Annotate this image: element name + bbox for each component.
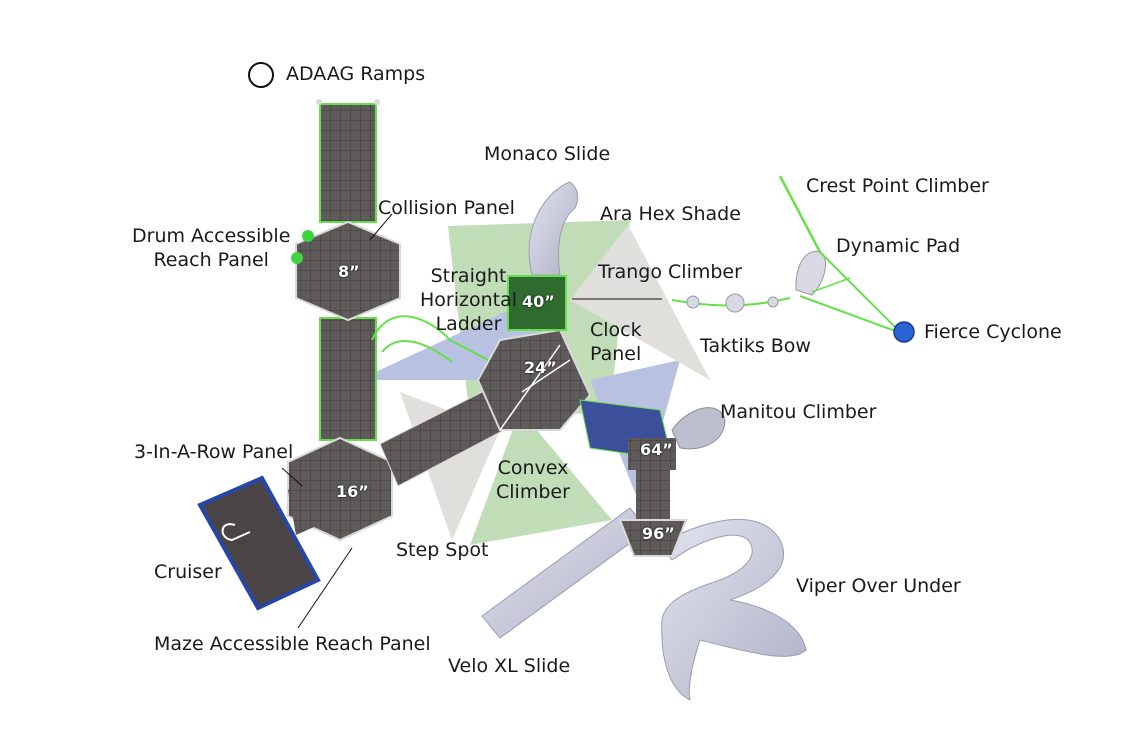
label-maze-panel: Maze Accessible Reach Panel bbox=[154, 633, 431, 655]
label-drum-panel: Drum Accessible Reach Panel bbox=[132, 224, 290, 272]
straight-horizontal-ladder bbox=[371, 315, 489, 361]
deck-40 bbox=[507, 275, 567, 331]
fierce-cyclone bbox=[893, 321, 915, 343]
label-velo-xl-slide: Velo XL Slide bbox=[448, 655, 571, 677]
label-cruiser: Cruiser bbox=[154, 561, 222, 583]
label-clock-line2: Panel bbox=[590, 343, 642, 365]
label-dynamic-pad: Dynamic Pad bbox=[836, 235, 961, 257]
monaco-slide bbox=[528, 181, 579, 276]
label-clock-line1: Clock bbox=[590, 319, 642, 341]
label-taktiks-bow: Taktiks Bow bbox=[700, 335, 811, 357]
wheelchair-icon bbox=[248, 62, 274, 88]
label-straight-line1: Straight bbox=[430, 265, 507, 287]
height-24: 24” bbox=[524, 358, 557, 377]
label-straight-ladder: Straight Horizontal Ladder bbox=[420, 264, 517, 336]
label-manitou-climber: Manitou Climber bbox=[720, 401, 877, 423]
manitou-climber bbox=[671, 407, 726, 450]
deck-8 bbox=[295, 220, 401, 322]
label-crest-point-climber: Crest Point Climber bbox=[806, 175, 989, 197]
label-convex-line1: Convex bbox=[497, 457, 569, 479]
label-viper-over-under: Viper Over Under bbox=[796, 575, 961, 597]
adaag-ramp-upper bbox=[319, 103, 377, 223]
height-96: 96” bbox=[642, 524, 675, 543]
label-3-in-a-row-panel: 3-In-A-Row Panel bbox=[134, 441, 294, 463]
label-ara-hex-shade: Ara Hex Shade bbox=[600, 203, 741, 225]
height-64: 64” bbox=[640, 440, 673, 459]
ramp-64-96 bbox=[636, 468, 670, 520]
label-drum-line1: Drum Accessible bbox=[132, 225, 291, 247]
drum-panel bbox=[302, 230, 314, 242]
label-straight-line3: Ladder bbox=[435, 313, 502, 335]
label-adaag-ramps: ADAAG Ramps bbox=[286, 63, 426, 85]
label-drum-line2: Reach Panel bbox=[153, 249, 269, 271]
label-fierce-cyclone: Fierce Cyclone bbox=[924, 321, 1062, 343]
label-step-spot: Step Spot bbox=[396, 539, 489, 561]
label-convex-climber: Convex Climber bbox=[496, 456, 570, 504]
label-collision-panel: Collision Panel bbox=[378, 197, 515, 219]
label-trango-climber: Trango Climber bbox=[598, 261, 742, 283]
label-convex-line2: Climber bbox=[496, 481, 570, 503]
deck-64 bbox=[628, 438, 676, 470]
ramp-16-cruiser bbox=[288, 478, 330, 535]
adaag-ramp-lower bbox=[319, 317, 377, 441]
leader-lines bbox=[281, 213, 393, 629]
label-straight-line2: Horizontal bbox=[420, 289, 518, 311]
height-40: 40” bbox=[522, 292, 555, 311]
height-8: 8” bbox=[338, 262, 360, 281]
crest-point-climber bbox=[778, 175, 822, 253]
height-16: 16” bbox=[336, 482, 369, 501]
label-monaco-slide: Monaco Slide bbox=[484, 143, 611, 165]
viper-over-under bbox=[659, 519, 807, 701]
deck-96 bbox=[618, 519, 688, 557]
label-clock-panel: Clock Panel bbox=[590, 318, 642, 366]
cruiser bbox=[197, 475, 321, 611]
